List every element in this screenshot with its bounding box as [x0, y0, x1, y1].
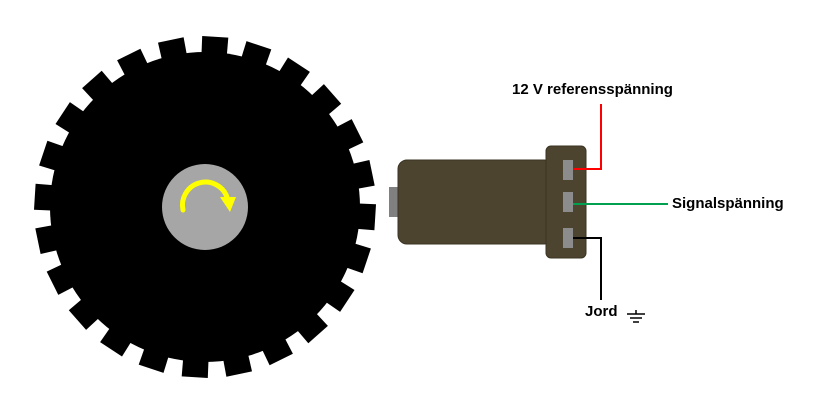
wheel-tooth [138, 342, 171, 373]
wheel-tooth [82, 70, 117, 105]
wheel-tooth [100, 323, 135, 357]
ground-label: Jord [585, 303, 618, 320]
ground-symbol-icon [627, 310, 645, 323]
wheel-tooth [35, 224, 63, 254]
wheel-tooth [351, 203, 376, 231]
sensor-body [397, 159, 554, 245]
wheel-tooth [340, 241, 371, 274]
wheel-tooth [34, 183, 59, 211]
wheel-tooth [275, 57, 310, 91]
wheel-tooth [259, 333, 293, 366]
wheel-tooth [39, 140, 70, 173]
wheel-tooth [117, 48, 151, 81]
wheel-hub [162, 164, 248, 250]
wheel-tooth [55, 102, 89, 137]
wheel-tooth [158, 37, 188, 65]
wheel-tooth [181, 353, 209, 378]
wheel-tooth [331, 119, 364, 153]
wheel-tooth [239, 41, 272, 72]
wheel-tooth [321, 277, 355, 312]
wheel-teeth [34, 36, 376, 378]
wheel-tooth [347, 160, 375, 190]
wheel-tooth [201, 36, 229, 61]
wheel-tooth [46, 261, 79, 295]
speed-sensor [389, 145, 587, 259]
wheel-tooth [222, 349, 252, 377]
wire-ground [573, 237, 602, 300]
wheel-tooth [307, 84, 342, 119]
wheel-tooth [68, 295, 103, 330]
signal-voltage-label: Signalspänning [672, 195, 784, 212]
pin-signal [563, 192, 573, 212]
pin-ground [563, 228, 573, 248]
wheel-tooth [293, 309, 328, 344]
trigger-wheel [34, 36, 376, 378]
wire-reference [573, 104, 602, 170]
reference-voltage-label: 12 V referensspänning [512, 81, 673, 98]
clockwise-arrow-icon [179, 179, 236, 213]
pin-reference [563, 160, 573, 180]
